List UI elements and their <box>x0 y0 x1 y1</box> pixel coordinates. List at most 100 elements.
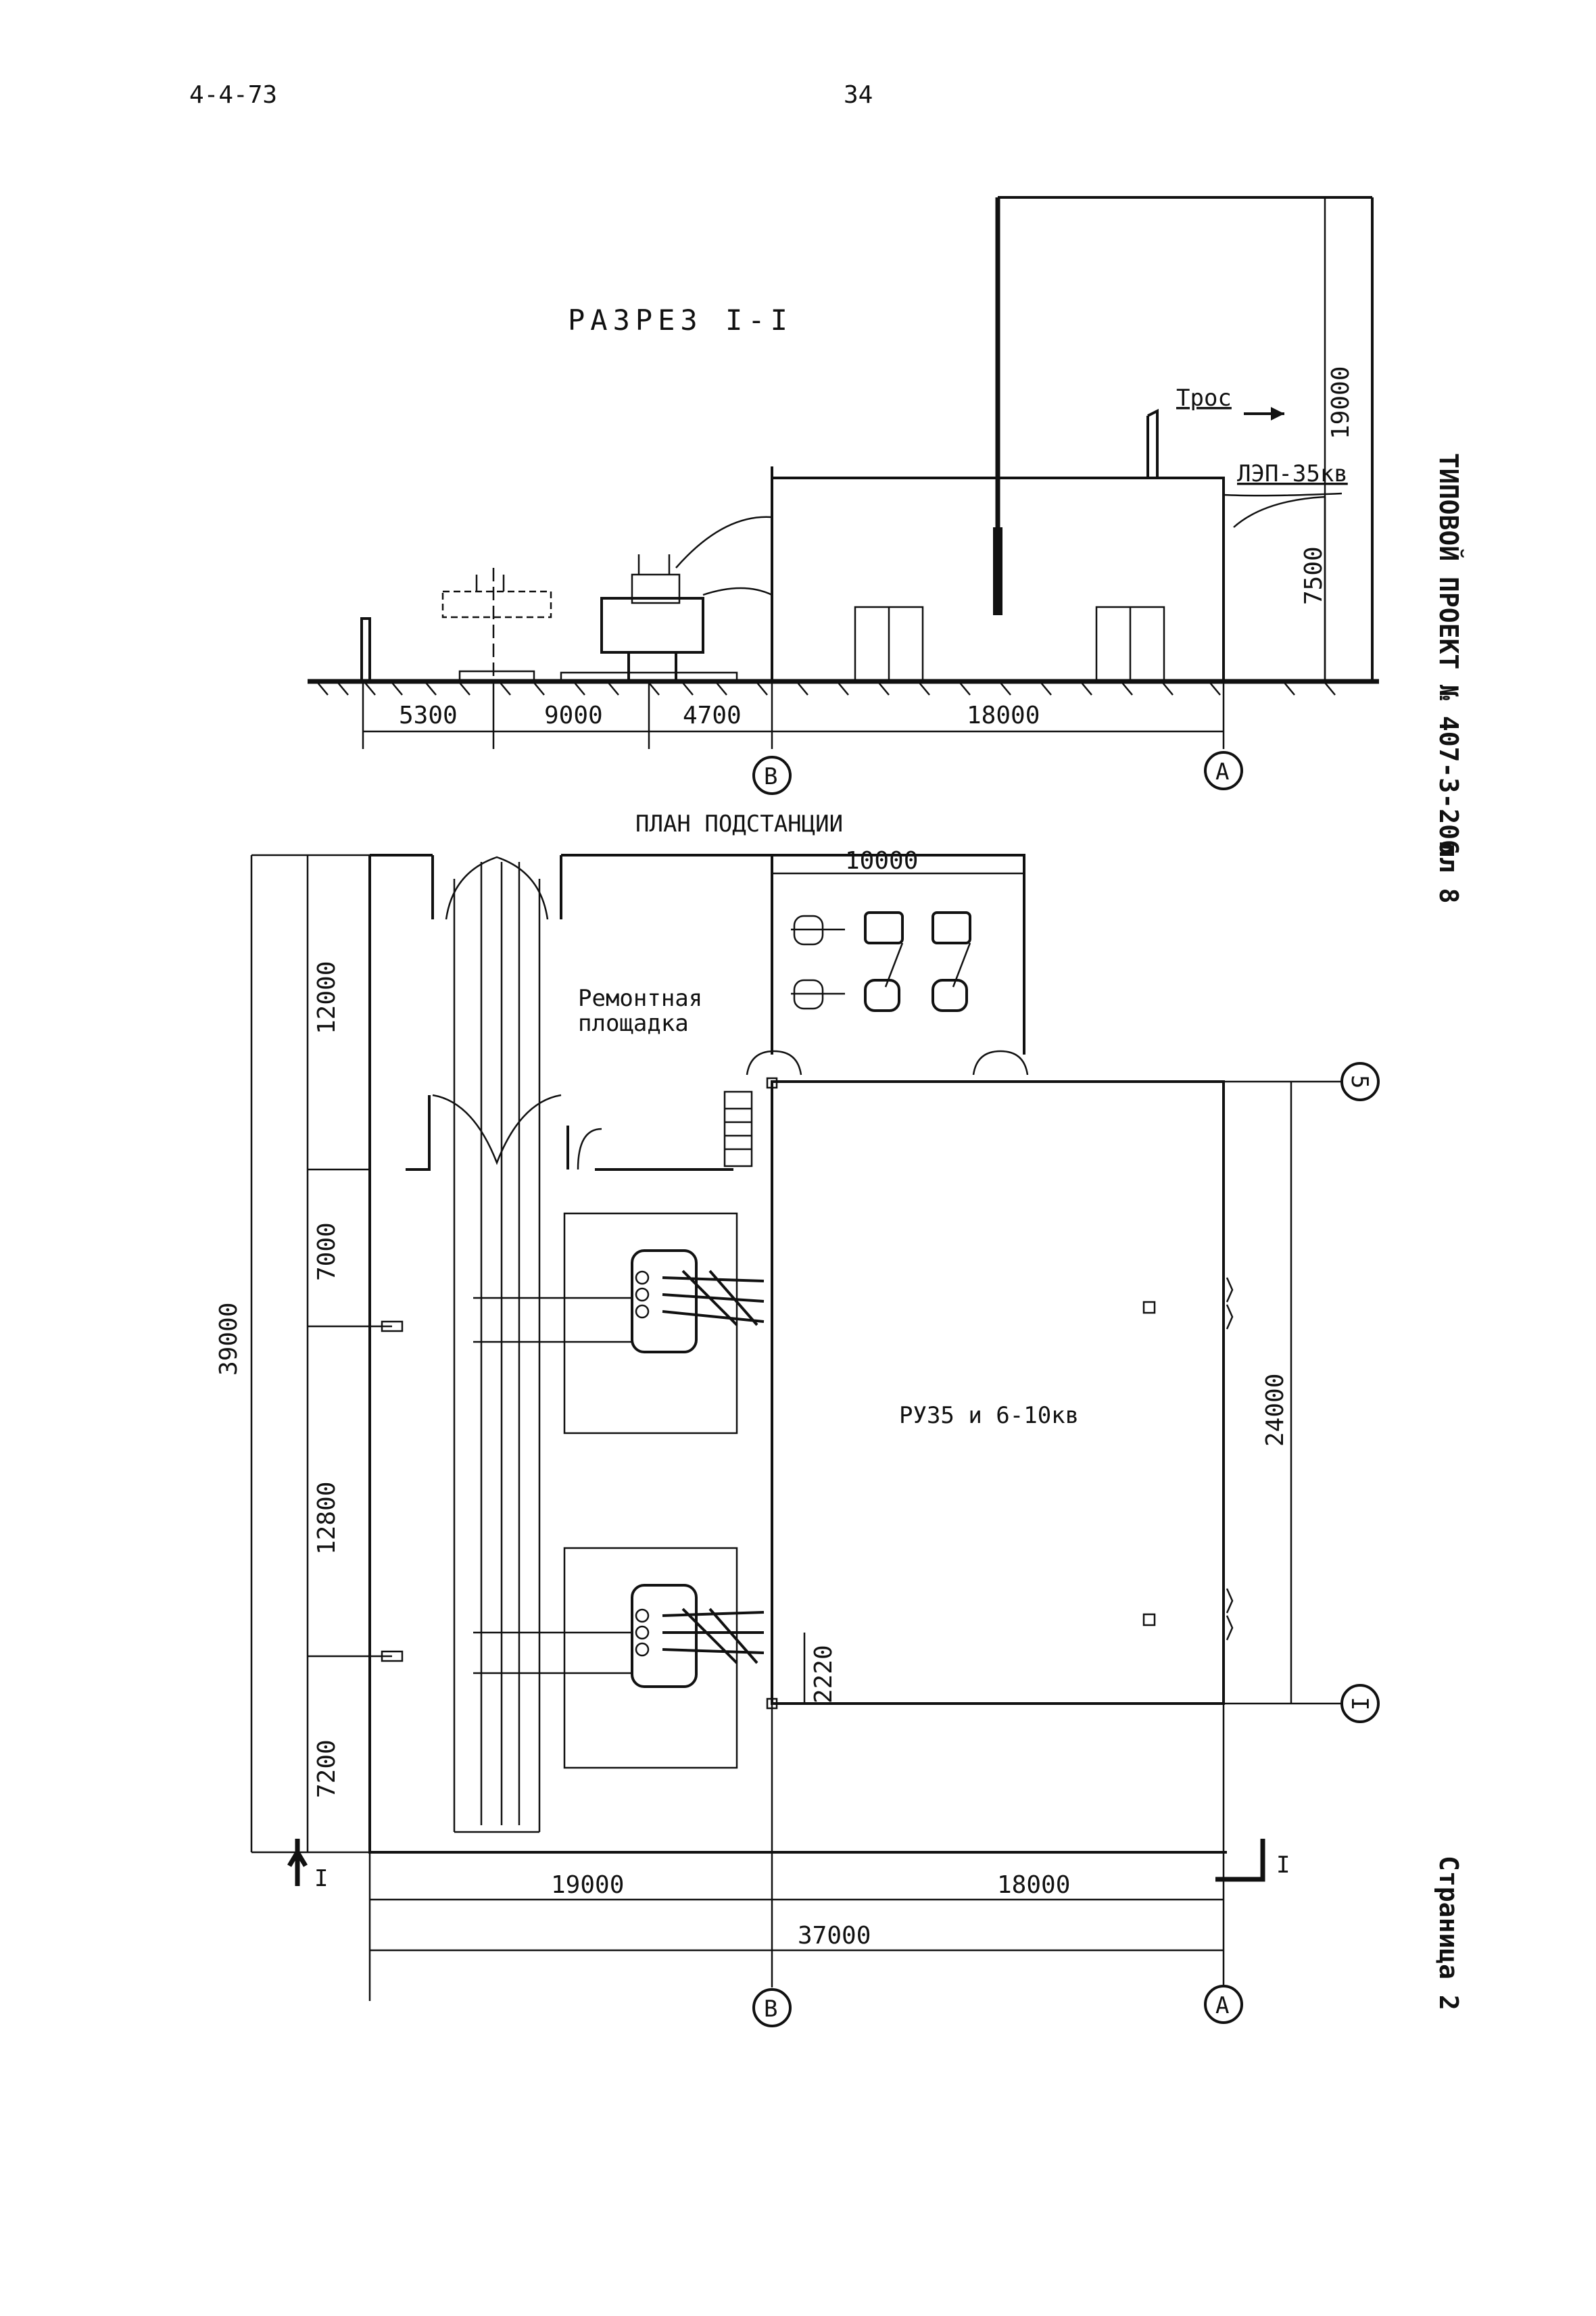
transformer-1-terminal-b <box>635 1287 650 1302</box>
line-conductor <box>1223 492 1343 497</box>
line-label: ЛЭП-35кв <box>1237 460 1348 487</box>
dim-height-building: 7500 <box>1300 546 1328 605</box>
main-gate-posts <box>431 855 562 919</box>
main-gate-leaves <box>445 856 549 920</box>
entry-door-right <box>972 1050 1029 1076</box>
section-axis-a: А <box>1215 758 1229 786</box>
transformer-tank <box>600 597 704 654</box>
transformer-1-tank <box>631 1249 698 1353</box>
equipment-5 <box>864 979 900 1012</box>
plan-axis-a: А <box>1215 1992 1229 2019</box>
transformer-1-rails <box>473 1297 632 1343</box>
wicket-door <box>577 1128 602 1170</box>
entry-door-left <box>746 1050 802 1076</box>
plan-view: ПЛАН ПОДСТАНЦИИ Ремонтная площадка 10000 <box>215 811 1380 2027</box>
disconnector-frame <box>441 590 552 619</box>
section-dim-1: 5300 <box>399 702 458 729</box>
disconnector-base <box>458 670 535 683</box>
transformer-2-leads <box>662 1608 765 1664</box>
fence-top <box>370 854 1025 1055</box>
plan-dim-left-4: 7200 <box>313 1739 341 1798</box>
left-dim-extensions <box>251 854 392 1854</box>
section-axis-a-bubble <box>1204 751 1243 790</box>
transformer-2-rails <box>473 1631 632 1674</box>
ground-hatch <box>317 682 1336 696</box>
section-dim-2: 9000 <box>544 702 603 729</box>
left-marker-2 <box>381 1650 404 1662</box>
axis-1: I <box>1346 1697 1373 1710</box>
section-dim-3: 4700 <box>683 702 742 729</box>
inner-gate-leaves <box>432 1094 562 1165</box>
axis-5-bubble <box>1340 1062 1380 1101</box>
transformer-1-terminal-a <box>635 1270 650 1285</box>
cut-mark-left: I <box>314 1865 328 1892</box>
transformer-1 <box>473 1212 765 1434</box>
cut-mark-right: I <box>1276 1852 1290 1879</box>
plan-dim-total-left: 39000 <box>215 1303 243 1376</box>
equipment-links <box>791 928 971 995</box>
rope-post-top <box>1147 408 1159 478</box>
right-dim-extensions <box>1224 1080 1342 1705</box>
doc-code: 4-4-73 <box>189 81 277 109</box>
plan-dim-top: 10000 <box>845 847 918 875</box>
plan-axis-b: В <box>764 1996 777 2023</box>
section-view: РАЗРЕЗ I-I 19000 7500 Трос ЛЭП-35кв <box>308 196 1379 795</box>
left-marker-1 <box>381 1320 404 1332</box>
plan-axis-b-bubble <box>752 1988 792 2027</box>
inner-gate-right <box>566 1126 733 1171</box>
transformer-2-pad <box>563 1547 738 1769</box>
project-title: ТИПОВОЙ ПРОЕКТ № 407-3-206 <box>1434 453 1464 855</box>
road-lines <box>453 862 541 1833</box>
fence-post <box>360 617 371 683</box>
plan-dim-left-1: 12000 <box>313 961 341 1034</box>
plan-dim-left-3: 12800 <box>313 1482 341 1555</box>
transformer-2-terminal-a <box>635 1608 650 1623</box>
outdoor-switchgear: 10000 <box>746 847 1029 1076</box>
equipment-2 <box>864 911 904 944</box>
sidebar-page: Страница 2 <box>1434 1856 1464 2010</box>
building-marker-1 <box>1142 1301 1156 1314</box>
transformer-top <box>631 573 681 604</box>
wall-vents <box>1226 1277 1234 1641</box>
transformer-legs <box>627 652 677 681</box>
building-label: РУ35 и 6-10кв <box>899 1402 1079 1429</box>
transformer-bushings <box>637 554 671 575</box>
plan-dim-left-2: 7000 <box>313 1222 341 1281</box>
equipment-6 <box>932 979 968 1012</box>
cut-mark-left-arrow <box>287 1839 308 1886</box>
sheet-number: лл 8 <box>1434 842 1464 904</box>
plan-dim-bottom-1: 19000 <box>551 1871 624 1899</box>
repair-area-label-2: площадка <box>578 1010 689 1037</box>
repair-area-label-1: Ремонтная <box>578 985 702 1012</box>
equipment-3 <box>932 911 971 944</box>
plan-dim-total-bottom: 37000 <box>798 1922 871 1950</box>
section-axis-b-bubble <box>752 756 792 795</box>
plan-axis-a-bubble <box>1204 1985 1243 2024</box>
cut-mark-right-arrow <box>1215 1839 1265 1882</box>
corner-1 <box>766 1077 778 1089</box>
axis-5: 5 <box>1346 1075 1373 1088</box>
transformer-lead <box>675 516 773 569</box>
plan-dim-small: 2220 <box>810 1645 838 1704</box>
building-marker-2 <box>1142 1613 1156 1626</box>
line-drop <box>1233 496 1326 528</box>
axis-1-bubble <box>1340 1684 1380 1723</box>
transformer-2-tank <box>631 1584 698 1688</box>
rope-label: Трос <box>1176 385 1232 412</box>
transformer-2-terminal-b <box>635 1625 650 1640</box>
building-plan <box>771 1080 1225 1705</box>
transformer-1-terminal-c <box>635 1304 650 1319</box>
transformer-1-pad <box>563 1212 738 1434</box>
dim-height-total: 19000 <box>1327 366 1355 439</box>
section-dim-4: 18000 <box>967 702 1040 729</box>
plan-dim-right: 24000 <box>1261 1374 1289 1447</box>
disconnector-poles <box>475 575 505 592</box>
plan-dim-bottom-2: 18000 <box>997 1871 1070 1899</box>
stair-steps <box>725 1107 752 1151</box>
transformer-1-leads <box>662 1270 765 1326</box>
plan-title: ПЛАН ПОДСТАНЦИИ <box>635 811 843 838</box>
inner-gate-left <box>406 1095 431 1171</box>
transformer-lead-low <box>702 587 773 596</box>
stairs <box>723 1090 753 1167</box>
